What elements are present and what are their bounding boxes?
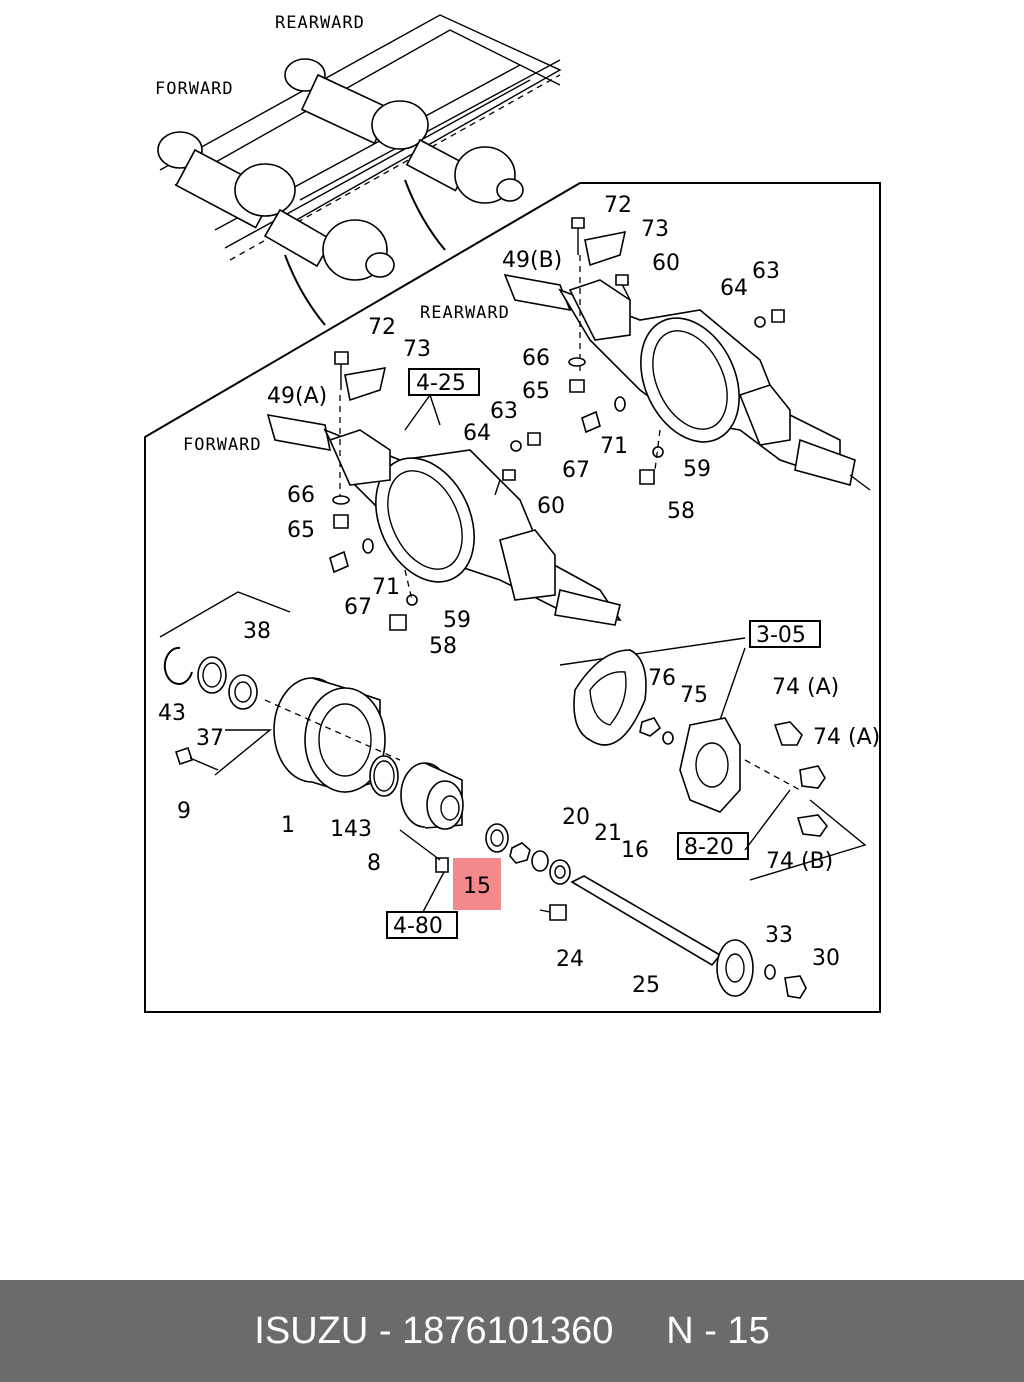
forward-mid-label: FORWARD [183,435,262,455]
label-64-rear: 64 [720,276,748,301]
reference-boxes: 4-25 3-05 8-20 4-80 [386,368,821,939]
label-73-rear: 73 [641,217,669,242]
label-49a: 49(A) [267,384,327,409]
detail-border [144,182,881,1013]
label-75: 75 [680,683,708,708]
label-25: 25 [632,973,660,998]
part-labels: 72 73 49(B) 60 64 63 REARWARD 66 65 67 7… [158,193,880,998]
label-1: 1 [281,813,295,838]
label-65-rear: 65 [522,379,550,404]
rearward-top-label: REARWARD [275,13,365,33]
part-number: 1876101360 [402,1309,614,1352]
label-67-rear: 67 [562,458,590,483]
forward-top-label: FORWARD [155,79,234,99]
label-58-rear: 58 [667,499,695,524]
label-24: 24 [556,947,584,972]
ref-8-20: 8-20 [677,832,749,860]
label-72-rear: 72 [604,193,632,218]
label-65-front: 65 [287,518,315,543]
label-60-rear: 60 [652,251,680,276]
footer-gap [613,1310,666,1353]
svg-text:3-05: 3-05 [756,623,806,648]
label-8: 8 [367,851,381,876]
ref-3-05: 3-05 [749,620,821,648]
wheel-hub-group [159,591,867,999]
rearward-mid-label: REARWARD [420,303,510,323]
ref-4-25: 4-25 [408,368,480,396]
label-76: 76 [648,666,676,691]
svg-text:4-25: 4-25 [416,371,466,396]
label-74a-1: 74 (A) [772,675,839,700]
label-143: 143 [330,817,372,842]
label-67-front: 67 [344,595,372,620]
label-37: 37 [196,726,224,751]
label-71-front: 71 [372,575,400,600]
label-58-front: 58 [429,634,457,659]
label-71-rear: 71 [600,434,628,459]
label-66-rear: 66 [522,346,550,371]
label-59-front: 59 [443,608,471,633]
part-info-footer: ISUZU - 1876101360 N - 15 [0,1280,1024,1382]
label-66-front: 66 [287,483,315,508]
label-49b: 49(B) [502,248,562,273]
label-43: 43 [158,701,186,726]
chassis-overview: REARWARD FORWARD [155,13,562,326]
label-73-front: 73 [403,337,431,362]
front-axle-housing [266,351,622,631]
label-30: 30 [812,946,840,971]
label-72-front: 72 [368,315,396,340]
highlight-part-15 [453,858,501,910]
exploded-parts-diagram: REARWARD FORWARD [144,13,881,1013]
label-21: 21 [594,821,622,846]
label-74b: 74 (B) [766,849,833,874]
label-16: 16 [621,838,649,863]
footer-separator: - [368,1309,403,1352]
diagram-position: N - 15 [666,1309,770,1352]
svg-text:4-80: 4-80 [393,914,443,939]
label-20: 20 [562,805,590,830]
rear-axle-housing [503,217,871,491]
label-59-rear: 59 [683,457,711,482]
label-33: 33 [765,923,793,948]
label-63-front: 63 [490,399,518,424]
label-38: 38 [243,619,271,644]
label-64-front: 64 [463,421,491,446]
label-63-rear: 63 [752,259,780,284]
ref-4-80: 4-80 [386,911,458,939]
label-60-front: 60 [537,494,565,519]
label-74a-2: 74 (A) [813,725,880,750]
brand-name: ISUZU [254,1309,369,1352]
svg-text:8-20: 8-20 [684,835,734,860]
label-15: 15 [463,874,491,899]
label-9: 9 [177,799,191,824]
